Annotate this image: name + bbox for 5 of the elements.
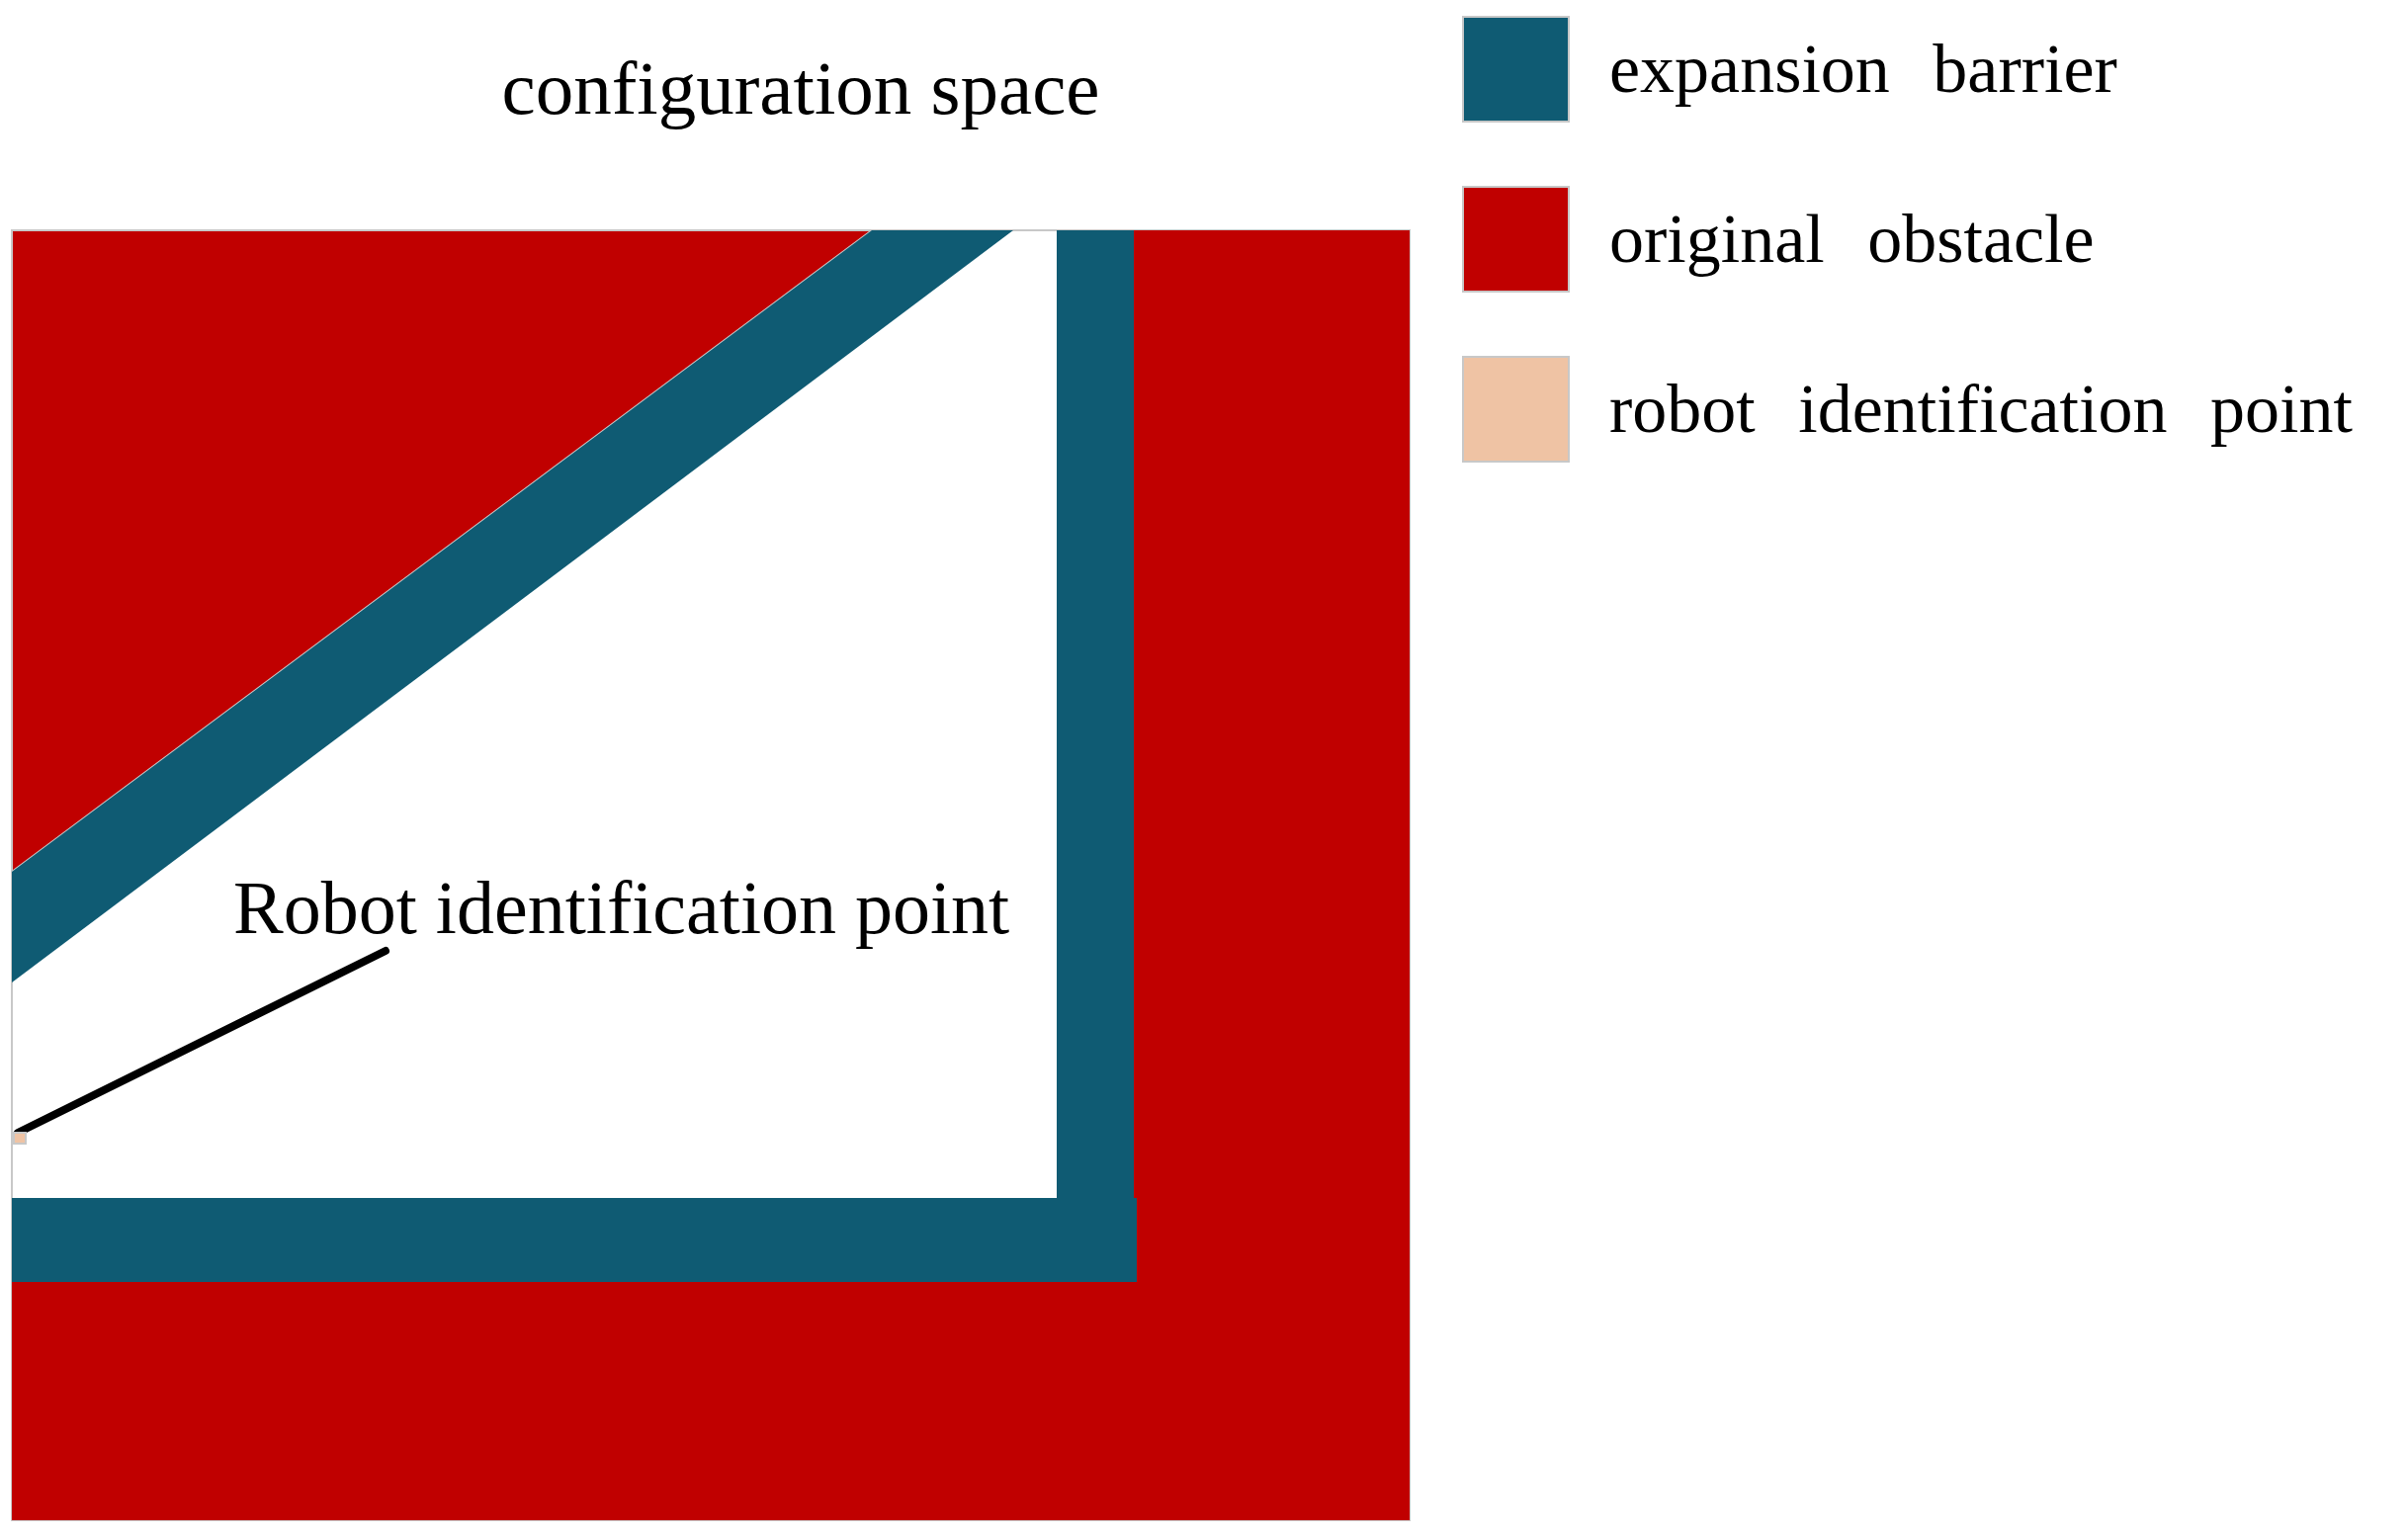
legend-label: expansion barrier	[1609, 30, 2117, 109]
robot-point-marker	[13, 1132, 27, 1145]
legend-label: robot identification point	[1609, 370, 2353, 449]
diagram-title: configuration space	[500, 44, 1101, 132]
legend-label: original obstacle	[1609, 200, 2095, 279]
